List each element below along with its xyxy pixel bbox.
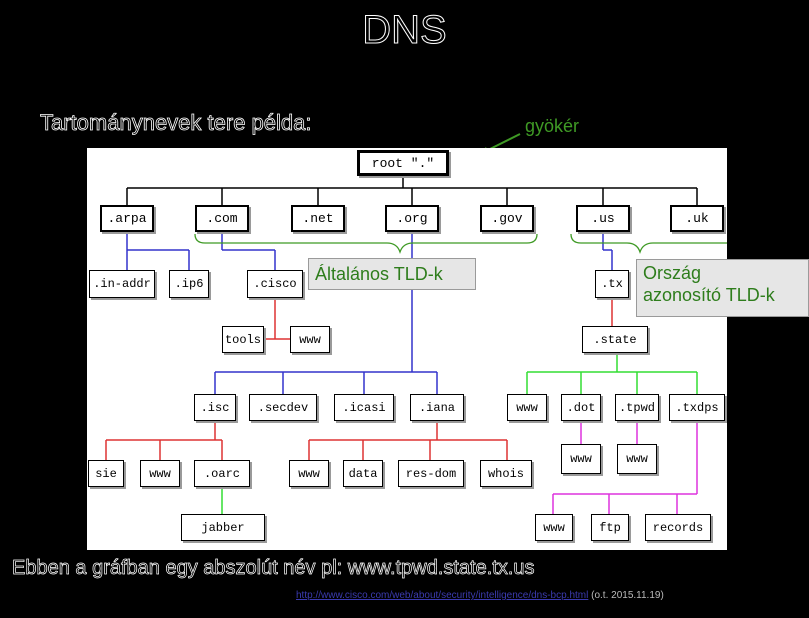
node-tools: tools <box>222 326 264 353</box>
node-tpwd: .tpwd <box>615 394 659 421</box>
node-sie: sie <box>88 460 124 487</box>
node-jabber: jabber <box>181 514 265 541</box>
node-tx: .tx <box>595 270 629 298</box>
node-tpwd-www: www <box>617 444 657 474</box>
node-iana: .iana <box>410 394 464 421</box>
node-com: .com <box>195 205 249 232</box>
node-org: .org <box>385 205 439 232</box>
subtitle: Tartománynevek tere példa: <box>40 110 312 136</box>
node-dot-www: www <box>561 444 601 474</box>
node-data: data <box>343 460 383 487</box>
node-cisco-www: www <box>290 326 330 353</box>
source-citation: http://www.cisco.com/web/about/security/… <box>296 590 664 601</box>
node-root: root "." <box>357 150 449 176</box>
node-cisco: .cisco <box>247 270 303 298</box>
node-txdps: .txdps <box>669 394 725 421</box>
node-uk: .uk <box>670 205 724 232</box>
node-icasi: .icasi <box>334 394 394 421</box>
node-isc: .isc <box>194 394 236 421</box>
node-res-dom: res-dom <box>398 460 464 487</box>
callout-country-line2: azonosító TLD-k <box>643 285 775 305</box>
node-us: .us <box>576 205 630 232</box>
dns-tree-diagram: root "." .arpa .com .net .org .gov .us .… <box>87 148 727 550</box>
node-secdev: .secdev <box>249 394 317 421</box>
node-oarc: .oarc <box>194 460 250 487</box>
callout-generic-tld: Általános TLD-k <box>308 258 476 290</box>
node-records: records <box>645 514 711 541</box>
node-whois: whois <box>480 460 532 487</box>
node-gov: .gov <box>480 205 534 232</box>
node-arpa: .arpa <box>100 205 154 232</box>
node-ftp: ftp <box>591 514 629 541</box>
node-net: .net <box>291 205 345 232</box>
node-dot: .dot <box>561 394 601 421</box>
node-state: .state <box>582 326 648 353</box>
source-date: (o.t. 2015.11.19) <box>591 590 664 601</box>
node-ip6: .ip6 <box>169 270 209 298</box>
slide-title: DNS <box>362 8 447 53</box>
node-isc-www: www <box>140 460 180 487</box>
footer-text: Ebben a gráfban egy abszolút név pl: www… <box>12 557 535 580</box>
callout-country-line1: Ország <box>643 263 702 283</box>
node-in-addr: .in-addr <box>89 270 155 298</box>
node-state-www: www <box>507 394 547 421</box>
tree-connectors <box>105 176 727 514</box>
node-txdps-www: www <box>535 514 573 541</box>
callout-country-tld: Ország azonosító TLD-k <box>636 259 809 317</box>
node-iana-www: www <box>289 460 329 487</box>
source-link[interactable]: http://www.cisco.com/web/about/security/… <box>296 590 589 601</box>
root-label: gyökér <box>525 116 580 136</box>
